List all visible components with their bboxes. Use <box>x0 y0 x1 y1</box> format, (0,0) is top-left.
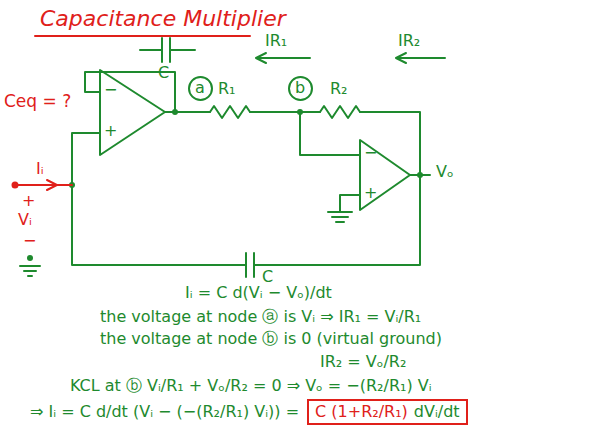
terminal-dot <box>13 183 18 188</box>
polarity-sign: − <box>23 232 36 250</box>
equation: ⇒ Iᵢ = C d/dt (Vᵢ − (−(R₂/R₁) Vᵢ)) = <box>30 403 299 421</box>
current-arrow <box>256 53 310 63</box>
current-label: IR₁ <box>265 32 287 50</box>
node-text: b <box>295 79 305 97</box>
junction-dot <box>417 172 423 178</box>
current-label: Iᵢ <box>36 160 44 178</box>
resistor-label: R₁ <box>218 80 236 98</box>
wire <box>250 111 320 113</box>
junction-dots <box>27 109 423 261</box>
wire <box>300 112 360 155</box>
wire <box>254 175 420 265</box>
equation: KCL at ⓑ Vᵢ/R₁ + Vₒ/R₂ = 0 ⇒ Vₒ = −(R₂/R… <box>70 377 432 395</box>
resistor-symbol <box>210 106 250 118</box>
input-sign: − <box>104 81 117 99</box>
ground-symbol <box>328 195 360 222</box>
note: the voltage at node ⓐ is Vᵢ ⇒ IR₁ = Vᵢ/R… <box>100 308 421 326</box>
signal-name: Vₒ <box>436 163 454 181</box>
circuit-wires <box>20 38 445 277</box>
ground-symbol <box>20 266 40 276</box>
node-text: C (1+R₂/R₁) <box>315 403 408 421</box>
node-text: dVᵢ/dt <box>414 403 460 421</box>
resistor-label: R₂ <box>330 80 348 98</box>
node-circle: a <box>188 76 213 101</box>
current-label: IR₂ <box>398 32 420 50</box>
capacitor-symbol <box>140 38 195 62</box>
equation: IR₂ = Vₒ/R₂ <box>320 353 406 371</box>
opamp-symbol <box>360 140 410 210</box>
capacitor-label: C <box>158 64 169 82</box>
result-box: C (1+R₂/R₁) dVᵢ/dt <box>307 399 468 425</box>
capacitor-symbol <box>246 253 254 277</box>
junction-dot <box>297 109 303 115</box>
input-marks <box>13 36 251 190</box>
input-sign: + <box>364 184 377 202</box>
note: the voltage at node ⓑ is 0 (virtual grou… <box>100 330 442 348</box>
equation: Iᵢ = C d(Vᵢ − Vₒ)/dt <box>185 284 332 302</box>
polarity-sign: + <box>22 192 35 210</box>
current-arrow <box>396 53 445 63</box>
opamp-symbol <box>100 70 165 155</box>
title-underline <box>35 35 250 37</box>
node-circle: b <box>288 76 313 101</box>
feedback-wire <box>360 112 420 175</box>
node-text: a <box>195 79 205 97</box>
junction-dot <box>172 109 178 115</box>
input-current-arrow <box>15 180 72 190</box>
terminal-dot <box>27 255 33 261</box>
title: Capacitance Multiplier <box>40 6 286 31</box>
input-sign: + <box>104 122 117 140</box>
input-sign: − <box>364 144 377 162</box>
wire <box>72 133 246 265</box>
question-label: Ceq = ? <box>4 92 71 112</box>
signal-name: Vᵢ <box>18 211 32 229</box>
resistor-symbol <box>320 106 360 118</box>
